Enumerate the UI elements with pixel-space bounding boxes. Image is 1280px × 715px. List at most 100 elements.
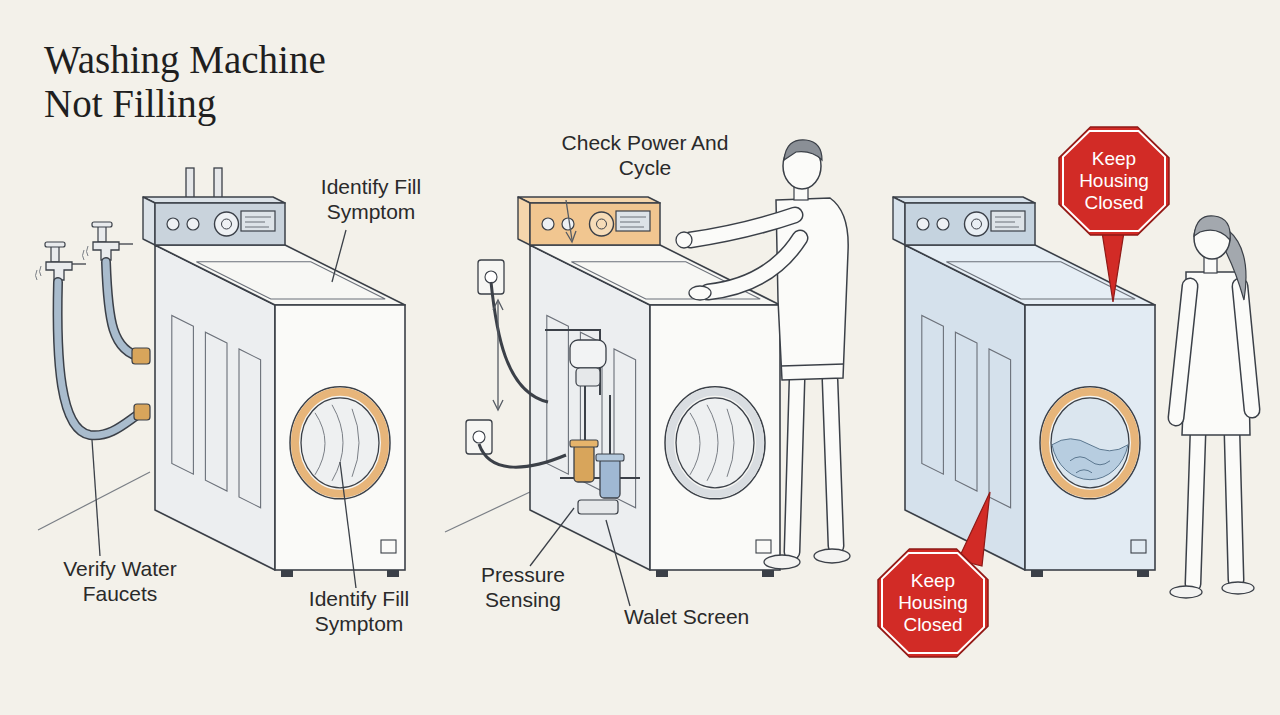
display-segments [245,217,271,227]
shoe [814,549,850,563]
faucet-spout [119,243,133,244]
door-glass [301,398,379,488]
control-panel [530,203,660,245]
water-faucet [36,242,87,280]
faucet-stem [51,246,59,262]
leader-line [530,508,574,566]
technician-figure [676,140,850,569]
limb-fill [1193,432,1198,584]
outlet-plate [466,420,492,454]
panel-button [562,218,574,230]
limb-outline [1232,432,1236,580]
hand [676,232,692,248]
door-ring [665,387,765,499]
limb-outline [792,380,797,552]
panel-button [187,218,199,230]
cycle-knob-center [972,219,982,229]
observer-figure [1170,216,1254,598]
panel-end [143,197,155,245]
washing-machine [893,197,1155,577]
inlet-valve-brass [574,444,594,482]
panel-button [917,218,929,230]
callout-label: Walet Screen [624,604,794,629]
pressure-chamber [570,340,606,368]
check-arrow-head [493,300,503,410]
floor-line [38,472,150,530]
inlet-valve-handle [570,440,598,447]
limb-outline [1240,286,1252,410]
faucet-spout [72,263,86,264]
warning-sign: Keep Housing Closed [877,548,989,658]
limb-outline [830,380,836,546]
cycle-knob-center [222,219,232,229]
leader-line [332,230,346,282]
brass-fitting [134,404,150,420]
hand [689,286,711,300]
power-cord [479,444,566,467]
inlet-valve-handle [596,454,624,461]
power-outlet [466,420,492,454]
cycle-knob-center [597,219,607,229]
pressure-chamber [576,368,600,386]
panel-button [542,218,554,230]
octagon-outline [1059,127,1169,235]
panel-top [893,197,1035,203]
power-cord [491,282,548,402]
limb-fill [830,380,836,546]
side-panel [205,332,227,491]
door-ring [290,387,390,499]
panel-button [167,218,179,230]
water-swirl [1070,457,1110,473]
hair [1194,216,1230,240]
control-panel [905,203,1035,245]
callout-label: Verify Water Faucets [40,556,200,606]
callout-label: Check Power And Cycle [560,130,730,180]
limb-fill [1232,432,1236,580]
inlet-valve-assembly [545,330,640,514]
diagram-title: Washing Machine Not Filling [44,38,374,126]
limb-fill [1240,286,1252,410]
shoe [1222,582,1254,594]
shoe [764,555,800,569]
display-screen [616,211,650,231]
sign-text: Keep Housing Closed [891,570,975,636]
brass-fitting [132,348,150,364]
machine-lid [196,262,385,299]
inlet-valve-blue [600,458,620,498]
drum-lines [690,405,734,481]
washing-machine [518,197,780,577]
filter-cover [1131,540,1146,553]
door-ring-color [670,392,760,494]
sign-pointer [1102,232,1124,302]
cycle-knob [965,212,989,236]
water-screen-fitting [578,500,618,514]
limb-fill [1176,286,1190,418]
door-ring [1040,387,1140,499]
water-faucet [83,222,134,260]
callout-label: Identify Fill Symptom [284,586,434,636]
water-drip [36,266,42,280]
outlet-socket [473,431,485,443]
control-panel [155,203,285,245]
limb-fill [690,215,795,240]
water-drip [83,246,89,260]
washing-machine [143,197,405,577]
limb-outline [690,215,795,240]
callout-label: Identify Fill Symptom [296,174,446,224]
display-segments [995,217,1021,227]
faucet-handle [45,242,65,247]
side-panel [955,332,977,491]
side-panel [547,315,569,474]
hair [784,140,822,160]
floor-line [445,492,530,532]
leader-line [92,440,100,556]
water-hose [106,262,142,357]
cycle-knob [215,212,239,236]
machine-front [1025,305,1155,570]
check-arrow-head [566,231,576,242]
limb-outline [1193,432,1198,584]
side-panel [239,349,261,508]
filter-cover [381,540,396,553]
machine-top [530,245,780,305]
